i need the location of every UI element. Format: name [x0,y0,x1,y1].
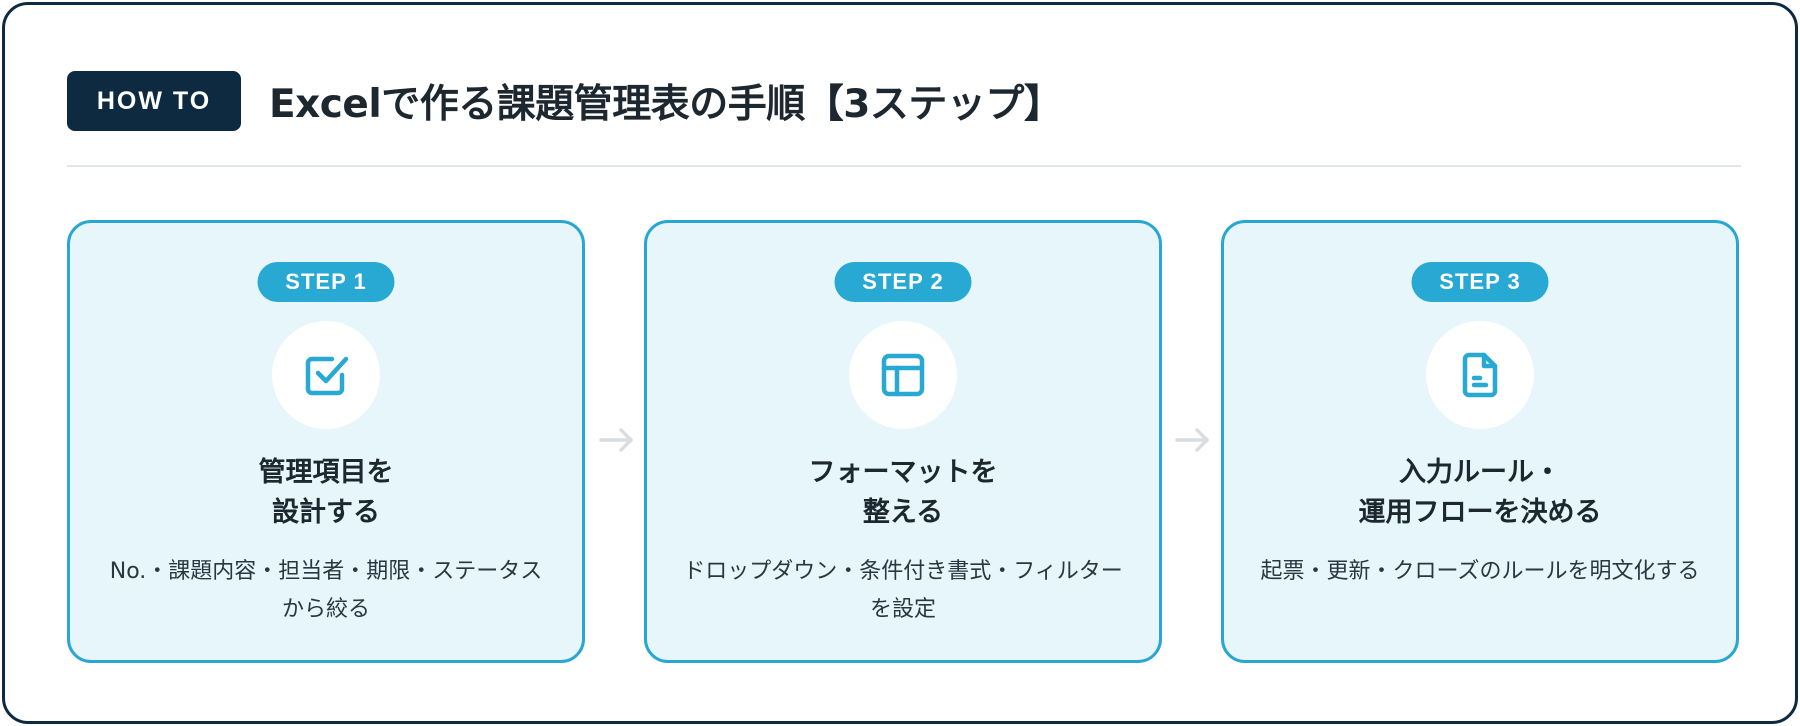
panel-header: HOW TO Excelで作る課題管理表の手順【3ステップ】 [67,71,1063,131]
layout-icon [881,353,925,397]
step-title-line-2: 設計する [272,497,380,528]
step-badge: STEP 3 [1411,262,1549,302]
arrow-right-icon [1175,428,1209,452]
header-divider [67,165,1741,167]
step-title-line-1: 管理項目を [258,457,394,488]
step-title: 管理項目を 設計する [70,453,582,533]
step-title-line-1: 入力ルール・ [1399,457,1561,488]
step-description: 起票・更新・クローズのルールを明文化する [1260,559,1700,584]
how-to-badge: HOW TO [67,71,241,131]
document-icon [1462,352,1498,398]
step-icon-circle [1426,321,1534,429]
step-title: 入力ルール・ 運用フローを決める [1224,453,1736,533]
step-card-1: STEP 1 管理項目を 設計する No.・課題内容・担当者・期限・ステータスか… [67,220,585,663]
step-title-line-2: 整える [862,497,944,528]
step-title-line-2: 運用フローを決める [1358,497,1602,528]
arrow-right-icon [599,428,633,452]
checkbox-icon [305,356,349,396]
step-description: No.・課題内容・担当者・期限・ステータスから絞る [109,559,543,622]
step-title: フォーマットを 整える [647,453,1159,533]
step-badge: STEP 1 [257,262,395,302]
step-icon-circle [272,321,380,429]
page-title: Excelで作る課題管理表の手順【3ステップ】 [269,82,1063,127]
step-description: ドロップダウン・条件付き書式・フィルターを設定 [683,559,1123,622]
step-card-2: STEP 2 フォーマットを 整える ドロップダウン・条件付き書式・フィルターを… [644,220,1162,663]
step-title-line-1: フォーマットを [808,457,998,488]
step-card-3: STEP 3 入力ルール・ 運用フローを決める 起票・更新・クローズのルールを明… [1221,220,1739,663]
step-icon-circle [849,321,957,429]
step-badge: STEP 2 [834,262,972,302]
